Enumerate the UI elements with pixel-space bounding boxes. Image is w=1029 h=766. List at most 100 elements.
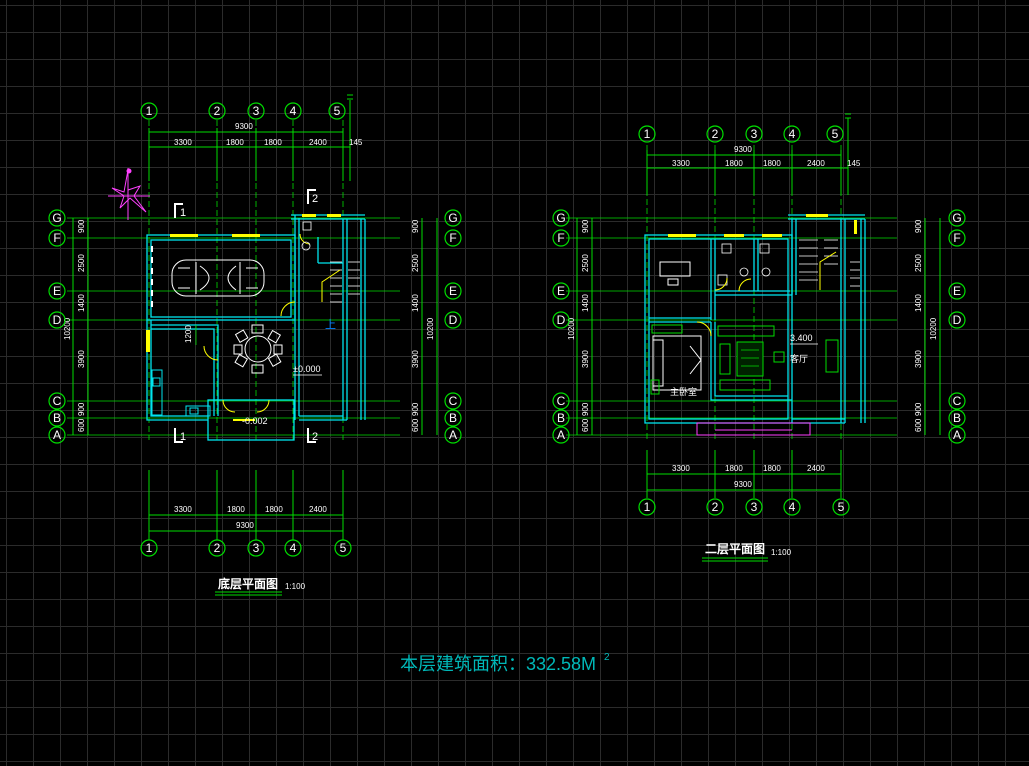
- second-row-grid-lines: [566, 217, 897, 436]
- second-right-dim-5: 900: [914, 402, 923, 416]
- svg-text:B: B: [953, 411, 961, 425]
- ground-right-axis-bubbles: G F E D C B A: [444, 209, 462, 444]
- svg-text:E: E: [953, 284, 961, 298]
- ground-left-dim-4: 3900: [77, 350, 86, 368]
- ground-column-grid-lines: [148, 120, 344, 440]
- ground-walls: [146, 214, 366, 441]
- second-left-dim-6: 600: [581, 418, 590, 432]
- svg-text:5: 5: [832, 127, 839, 141]
- ground-left-dim-5: 900: [77, 402, 86, 416]
- second-left-dim-4: 3900: [581, 350, 590, 368]
- svg-text:A: A: [53, 428, 61, 442]
- floor-area-superscript: 2: [604, 652, 610, 663]
- ground-bottom-seg-1: 3300: [174, 505, 192, 514]
- second-right-dim-6: 600: [914, 418, 923, 432]
- ground-bottom-seg-2: 1800: [227, 505, 245, 514]
- svg-text:G: G: [448, 211, 457, 225]
- svg-text:G: G: [52, 211, 61, 225]
- svg-text:A: A: [953, 428, 961, 442]
- svg-text:A: A: [557, 428, 565, 442]
- car-icon: [171, 259, 265, 297]
- ground-left-dim-6: 600: [77, 418, 86, 432]
- ground-top-extra: 145: [349, 138, 363, 147]
- svg-text:1: 1: [146, 104, 153, 118]
- second-right-dim-1: 900: [914, 219, 923, 233]
- second-left-dim-2: 2500: [581, 254, 590, 272]
- second-top-seg-2: 1800: [725, 159, 743, 168]
- svg-text:1: 1: [644, 500, 651, 514]
- second-left-overall: 10200: [567, 317, 576, 340]
- bed-icon: [652, 335, 702, 391]
- ground-plan-scale: 1:100: [285, 582, 306, 591]
- second-top-seg-3: 1800: [763, 159, 781, 168]
- svg-text:4: 4: [290, 104, 297, 118]
- svg-text:F: F: [449, 231, 456, 245]
- ground-bottom-axis-bubbles: 1 2 3 4 5: [140, 539, 352, 557]
- second-right-dim-4: 3900: [914, 350, 923, 368]
- section-marks: [174, 189, 316, 443]
- svg-text:2: 2: [712, 127, 719, 141]
- ground-bottom-seg-3: 1800: [265, 505, 283, 514]
- ground-right-dim-5: 900: [411, 402, 420, 416]
- svg-text:B: B: [557, 411, 565, 425]
- second-bottom-axis-bubbles: 1 2 3 4 5: [638, 498, 850, 516]
- svg-text:B: B: [449, 411, 457, 425]
- svg-text:3: 3: [751, 500, 758, 514]
- ground-elevation-main: ±0.000: [293, 364, 320, 374]
- svg-text:D: D: [53, 313, 62, 327]
- room-label-master-bedroom: 主卧室: [670, 386, 697, 397]
- second-top-seg-4: 2400: [807, 159, 825, 168]
- svg-text:4: 4: [789, 127, 796, 141]
- ground-top-seg-1: 3300: [174, 138, 192, 147]
- section-mark-2-bottom: 2: [312, 431, 318, 443]
- svg-text:D: D: [953, 313, 962, 327]
- second-right-dimensions: [924, 218, 941, 435]
- tv-unit: [825, 339, 839, 373]
- kitchen-counter: [151, 369, 211, 417]
- ground-plan-title: 底层平面图: [218, 576, 278, 591]
- svg-text:2: 2: [214, 541, 221, 555]
- ground-right-dim-6: 600: [411, 418, 420, 432]
- svg-text:5: 5: [838, 500, 845, 514]
- ground-bottom-seg-4: 2400: [309, 505, 327, 514]
- svg-text:F: F: [557, 231, 564, 245]
- second-bottom-dimensions: [646, 450, 842, 498]
- ground-top-total: 9300: [235, 122, 253, 131]
- ground-left-axis-bubbles: G F E D C B A: [48, 209, 66, 444]
- second-top-total: 9300: [734, 145, 752, 154]
- second-elevation: 3.400: [790, 333, 813, 343]
- svg-text:1: 1: [644, 127, 651, 141]
- section-mark-2-top: 2: [312, 193, 318, 205]
- svg-text:C: C: [449, 394, 458, 408]
- second-right-overall: 10200: [929, 317, 938, 340]
- ground-inner-dim: 1200: [184, 325, 193, 343]
- ground-right-dim-1: 900: [411, 219, 420, 233]
- ground-bottom-dimensions: [148, 470, 344, 540]
- ground-doors: [203, 233, 311, 413]
- second-right-dim-2: 2500: [914, 254, 923, 272]
- svg-text:4: 4: [290, 541, 297, 555]
- svg-text:5: 5: [340, 541, 347, 555]
- second-top-extra: 145: [847, 159, 861, 168]
- second-floor-plan: 9300 3300 1800 1800 2400 145 1 2 3 4 5 3…: [552, 113, 966, 562]
- svg-text:F: F: [953, 231, 960, 245]
- svg-text:1: 1: [146, 541, 153, 555]
- second-left-dimensions: [576, 218, 593, 435]
- svg-text:4: 4: [789, 500, 796, 514]
- ground-left-dim-1: 900: [77, 219, 86, 233]
- balcony: [696, 422, 811, 436]
- svg-text:2: 2: [712, 500, 719, 514]
- second-stairs: [799, 239, 860, 287]
- floor-area-note: 本层建筑面积：332.58M: [400, 654, 596, 674]
- second-top-dimensions: [646, 113, 851, 195]
- second-left-dim-5: 900: [581, 402, 590, 416]
- svg-text:3: 3: [253, 104, 260, 118]
- ground-top-seg-2: 1800: [226, 138, 244, 147]
- stair-up-label: 上: [325, 318, 336, 331]
- svg-text:E: E: [449, 284, 457, 298]
- second-bottom-seg-2: 1800: [725, 464, 743, 473]
- ground-top-seg-4: 2400: [309, 138, 327, 147]
- ground-left-dim-3: 1400: [77, 294, 86, 312]
- dining-table-icon: [233, 324, 283, 374]
